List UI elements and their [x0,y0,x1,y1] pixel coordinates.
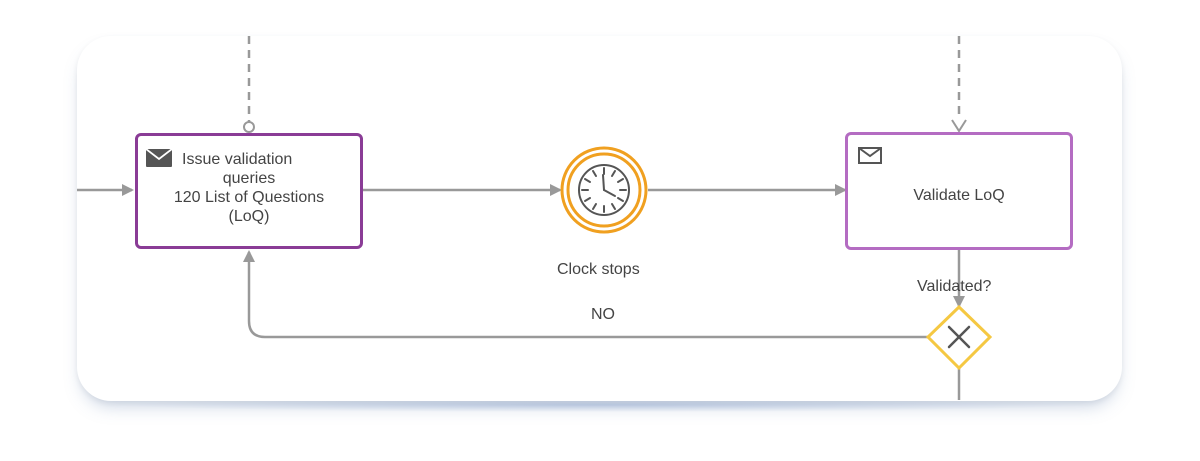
no-flow-label: NO [591,306,615,323]
association-circle-end [243,121,255,133]
flow-no-loop [243,250,928,339]
task-validate-loq[interactable]: Validate LoQ [845,132,1073,250]
clock-icon [578,164,630,216]
task-title-line1: Issue validation [182,151,293,168]
task-issue-validation-queries[interactable]: Issue validation queries 120 List of Que… [135,133,363,249]
exclusive-gateway[interactable] [925,304,993,371]
timer-intermediate-event[interactable] [560,146,648,234]
message-flow-arrowhead [951,119,967,133]
task-title-line3: 120 List of Questions [173,189,325,206]
gateway-question-label: Validated? [917,278,992,295]
card-shadow [110,398,1090,412]
timer-event-label: Clock stops [557,261,640,278]
task-validate-label: Validate LoQ [913,187,1005,204]
x-gateway-icon [947,325,971,349]
envelope-outline-icon [858,147,882,164]
envelope-filled-icon [146,149,172,167]
task-title-line2: queries [222,170,276,187]
task-title-line4: (LoQ) [228,208,270,225]
